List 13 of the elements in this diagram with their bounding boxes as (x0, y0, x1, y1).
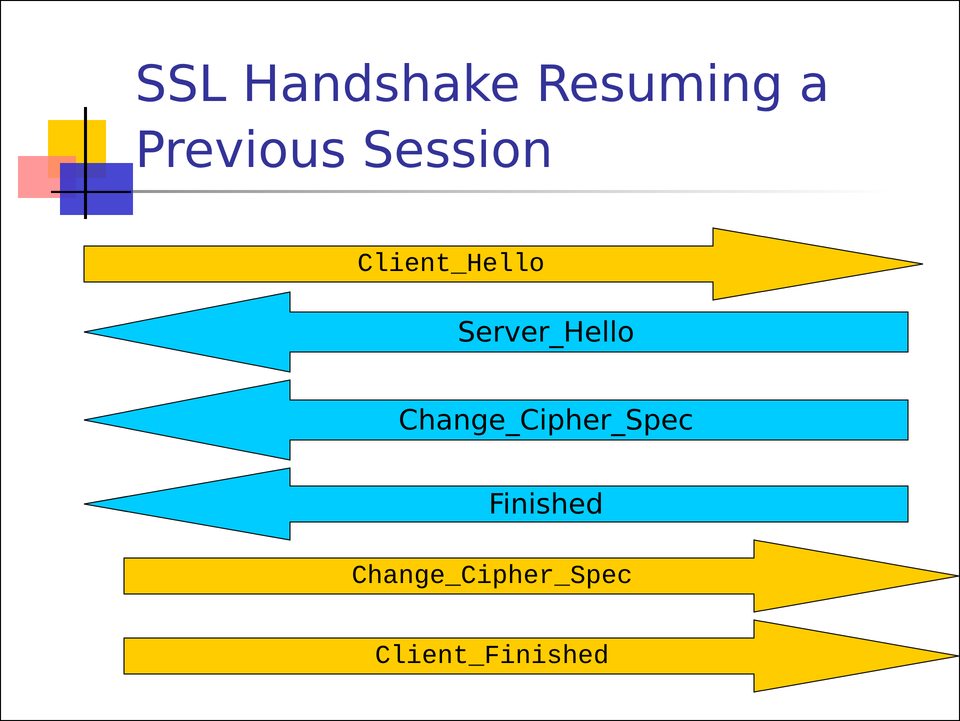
left-pointing-message-banner (84, 468, 908, 540)
right-pointing-message-banner (124, 540, 959, 612)
message-label: Client_Hello (357, 249, 545, 279)
message-label: Client_Finished (374, 641, 610, 671)
right-pointing-message-banner (124, 620, 959, 692)
right-pointing-message-banner (84, 228, 923, 300)
message-label: Finished (488, 488, 604, 520)
left-pointing-message-banner (84, 292, 908, 372)
message-label: Server_Hello (458, 316, 634, 348)
left-pointing-message-banner (84, 380, 908, 460)
slide-title: SSL Handshake Resuming a Previous Session (135, 54, 831, 181)
message-label: Change_Cipher_Spec (352, 561, 632, 591)
message-label: Change_Cipher_Spec (398, 404, 694, 436)
